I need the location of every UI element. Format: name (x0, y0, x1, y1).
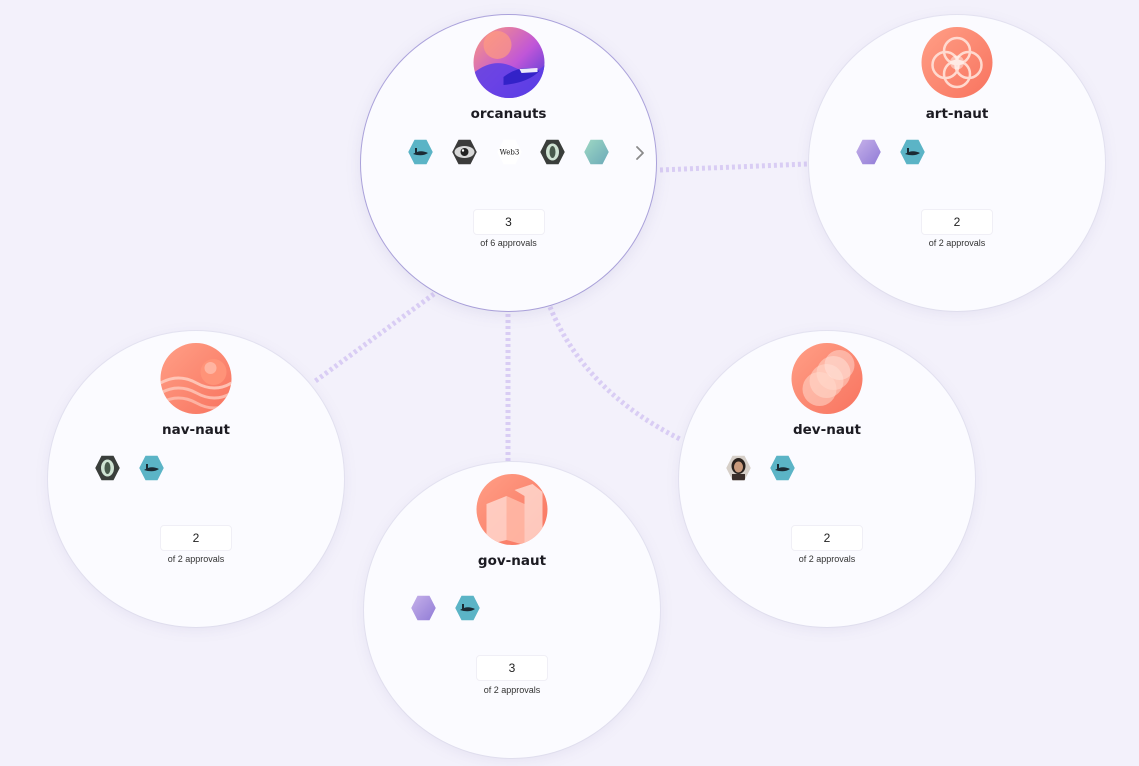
waves-sphere-avatar (160, 343, 232, 414)
approvals-label: of 2 approvals (483, 685, 541, 695)
group-name: nav-naut (162, 422, 230, 438)
approvals-label: of 2 approvals (928, 238, 986, 248)
chevron-right-icon[interactable] (633, 143, 647, 163)
approvals-label: of 6 approvals (480, 238, 537, 248)
approvals-label: of 2 approvals (167, 554, 225, 564)
group-node-nav-naut[interactable]: nav-naut 2 of 2 approvals (48, 331, 344, 627)
connector-orcanauts-dev-naut (547, 306, 684, 443)
orca-teal-hex-icon[interactable] (408, 139, 433, 165)
purple-gradient-hex-icon[interactable] (856, 139, 881, 165)
approvals-count: 3 (472, 209, 545, 235)
discs-avatar (791, 343, 863, 414)
approvals-count: 2 (791, 525, 863, 551)
skeleton-dark-hex-icon[interactable] (540, 139, 565, 165)
orca-teal-hex-icon[interactable] (455, 595, 480, 621)
person-photo-hex-icon[interactable] (726, 455, 751, 481)
group-name: dev-naut (792, 422, 861, 438)
group-node-dev-naut[interactable]: dev-naut 2 of 2 approvals (679, 331, 975, 627)
orca-gradient-avatar (473, 27, 544, 98)
approvals-count: 3 (476, 655, 548, 681)
connector-orcanauts-art-naut (659, 161, 809, 173)
orca-teal-hex-icon[interactable] (900, 139, 925, 165)
approvals-count: 2 (921, 209, 993, 235)
connector-orcanauts-nav-naut (312, 291, 436, 385)
group-name: art-naut (925, 106, 989, 122)
member-list (679, 455, 975, 483)
cubes-avatar (476, 474, 548, 545)
orca-teal-hex-icon[interactable] (770, 455, 795, 481)
purple-gradient-hex-icon[interactable] (411, 595, 436, 621)
group-node-gov-naut[interactable]: gov-naut 3 of 2 approvals (364, 462, 660, 758)
member-list: Web3 (361, 139, 656, 167)
skeleton-dark-hex-icon[interactable] (95, 455, 120, 481)
green-gradient-hex-icon[interactable] (584, 139, 609, 165)
group-node-orcanauts[interactable]: orcanauts Web3 3 of 6 approvals (361, 15, 656, 311)
member-list (48, 455, 344, 483)
group-name: gov-naut (477, 553, 547, 569)
web3-logo-hex-icon[interactable]: Web3 (497, 139, 522, 165)
approvals-count: 2 (160, 525, 232, 551)
eye-photo-hex-icon[interactable] (452, 139, 477, 165)
orca-teal-hex-icon[interactable] (139, 455, 164, 481)
member-list (364, 595, 660, 623)
web3-logo-text: Web3 (500, 149, 520, 157)
member-list (809, 139, 1105, 167)
rings-avatar (921, 27, 993, 98)
group-name: orcanauts (470, 106, 547, 122)
approvals-label: of 2 approvals (798, 554, 856, 564)
group-node-art-naut[interactable]: art-naut 2 of 2 approvals (809, 15, 1105, 311)
